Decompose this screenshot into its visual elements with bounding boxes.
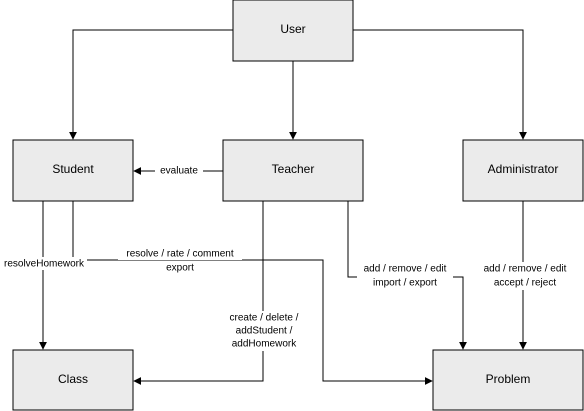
node-label-user: User [280, 22, 305, 36]
edge-label-evaluate: evaluate [160, 166, 198, 177]
edge-label-create-delete: create / delete / [230, 313, 299, 324]
node-label-class: Class [58, 372, 88, 386]
edge-label-import-export: import / export [373, 278, 437, 289]
node-label-administrator: Administrator [488, 162, 559, 176]
evaluate-label-bg [155, 165, 203, 178]
teacher-problem-label-bg [357, 262, 453, 290]
node-label-problem: Problem [486, 372, 531, 386]
edge-label-add-student: addStudent / [236, 326, 293, 337]
edge-label-accept-reject: accept / reject [494, 278, 556, 289]
edge-label-add-homework: addHomework [232, 339, 297, 350]
node-problem[interactable]: Problem [432, 349, 584, 411]
node-user[interactable]: User [232, 0, 354, 62]
node-label-teacher: Teacher [272, 162, 315, 176]
edge-label-resolve-homework: resolveHomework [4, 259, 85, 270]
node-administrator[interactable]: Administrator [462, 139, 584, 202]
edge-user-student [69, 29, 233, 140]
resolve-label-bg [118, 247, 242, 260]
resolve-homework-label-bg [1, 257, 87, 270]
edge-label-resolve-rate-comment: resolve / rate / comment [126, 249, 233, 260]
edge-student-problem [72, 201, 433, 385]
node-teacher[interactable]: Teacher [222, 139, 364, 202]
edge-label-add-remove-edit-admin: add / remove / edit [484, 264, 567, 275]
teacher-class-label-bg [222, 311, 306, 351]
admin-problem-label-bg [476, 262, 572, 290]
node-label-student: Student [52, 162, 94, 176]
edge-teacher-class [133, 201, 264, 385]
node-student[interactable]: Student [12, 139, 134, 202]
edge-label-add-remove-edit-teacher: add / remove / edit [364, 264, 447, 275]
edge-user-administrator [353, 29, 527, 140]
node-class[interactable]: Class [12, 349, 134, 411]
edge-label-export: export [166, 263, 194, 274]
